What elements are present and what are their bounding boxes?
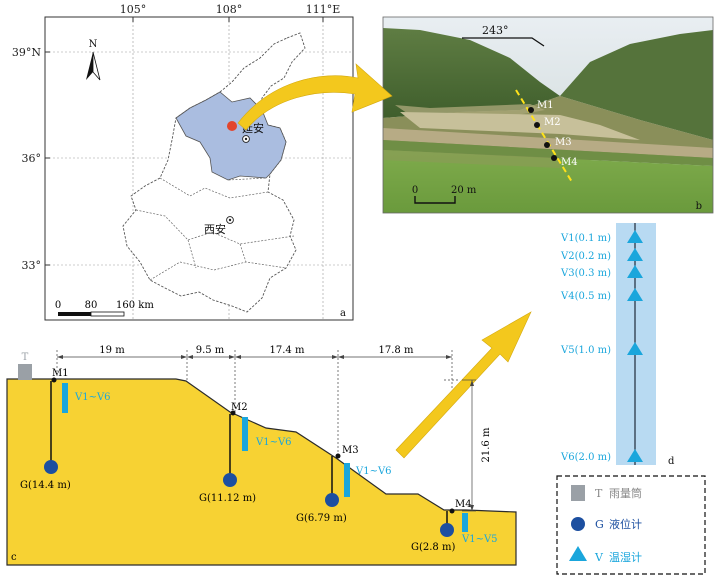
legend-g-symbol: G bbox=[595, 518, 604, 531]
sensor-v2-label: V2(0.2 m) bbox=[560, 251, 611, 262]
station-m1: M1 V1~V6 G(14.4 m) bbox=[20, 368, 111, 491]
scale-end: 160 km bbox=[116, 300, 154, 311]
north-arrow-icon: N bbox=[86, 39, 101, 81]
legend-v-symbol: V bbox=[594, 551, 604, 564]
sensor-v6-icon bbox=[627, 449, 643, 462]
sensor-v3-icon bbox=[627, 265, 643, 278]
lon-tick-108: 108° bbox=[216, 3, 243, 16]
lon-tick-105: 105° bbox=[120, 3, 147, 16]
panel-b-label: b bbox=[696, 201, 702, 212]
sensor-v5-label: V5(1.0 m) bbox=[560, 345, 611, 356]
sensor-v6-label: V6(2.0 m) bbox=[560, 452, 611, 463]
orientation-arrow-icon bbox=[462, 37, 545, 47]
rain-gauge-icon bbox=[18, 364, 32, 380]
station-m4-name: M4 bbox=[455, 499, 472, 510]
photo-scale-end: 20 m bbox=[451, 185, 477, 196]
photo-scale-bar bbox=[414, 196, 456, 204]
photo-point-m3: M3 bbox=[555, 137, 572, 148]
panel-c-label: c bbox=[11, 552, 17, 563]
sensor-v4-label: V4(0.5 m) bbox=[560, 291, 611, 302]
distance-2: 9.5 m bbox=[196, 345, 225, 356]
photo-scale-zero: 0 bbox=[412, 185, 418, 196]
station-m4: M4 V1~V5 G(2.8 m) bbox=[411, 499, 498, 553]
panel-a-map: 105° 108° 111°E 39°N 36° 33° 延安 西安 bbox=[12, 3, 354, 321]
station-m1-name: M1 bbox=[52, 368, 69, 379]
station-m4-depth: G(2.8 m) bbox=[411, 542, 455, 553]
station-m4-sensors: V1~V5 bbox=[461, 534, 498, 545]
station-m3-name: M3 bbox=[342, 445, 359, 456]
map-scale-bar: 0 80 160 km bbox=[55, 300, 154, 317]
sensor-v1-icon bbox=[627, 230, 643, 243]
legend-rain-gauge-icon bbox=[571, 485, 585, 501]
sensor-bar-m1 bbox=[62, 383, 68, 413]
sensor-bar-m4 bbox=[462, 513, 468, 532]
lat-tick-33: 33° bbox=[22, 259, 42, 272]
legend-t-symbol: T bbox=[595, 487, 603, 500]
station-m1-sensors: V1~V6 bbox=[74, 392, 111, 403]
sensor-v1-label: V1(0.1 m) bbox=[560, 233, 611, 244]
photo-point-m2: M2 bbox=[544, 117, 561, 128]
station-m3-depth: G(6.79 m) bbox=[296, 513, 347, 524]
sensor-v4-icon bbox=[627, 288, 643, 301]
station-m2: M2 V1~V6 G(11.12 m) bbox=[199, 402, 292, 504]
orientation-label: 243° bbox=[482, 24, 509, 37]
distance-1: 19 m bbox=[99, 345, 125, 356]
lat-tick-39: 39°N bbox=[12, 46, 41, 59]
piezometer-m3-icon bbox=[325, 493, 339, 507]
station-m2-name: M2 bbox=[231, 402, 248, 413]
lat-tick-36: 36° bbox=[22, 152, 42, 165]
piezometer-m4-icon bbox=[440, 523, 454, 537]
photo-point-m4: M4 bbox=[561, 157, 578, 168]
station-m1-depth: G(14.4 m) bbox=[20, 480, 71, 491]
station-m3: M3 V1~V6 G(6.79 m) bbox=[296, 445, 392, 524]
map-to-photo-arrow bbox=[237, 63, 393, 131]
scale-mid: 80 bbox=[85, 300, 98, 311]
rain-gauge-label: T bbox=[22, 352, 29, 363]
legend-sensor-icon bbox=[569, 546, 587, 561]
city-xian-label: 西安 bbox=[204, 222, 226, 236]
sensor-bar-m3 bbox=[344, 463, 350, 497]
study-site-dot bbox=[227, 121, 237, 131]
panel-d-label: d bbox=[668, 456, 675, 467]
north-label: N bbox=[89, 39, 98, 50]
station-m2-depth: G(11.12 m) bbox=[199, 493, 256, 504]
profile-to-column-arrow bbox=[395, 311, 532, 459]
legend-piezometer-icon bbox=[571, 517, 585, 531]
legend-v-label: 温湿计 bbox=[609, 551, 642, 564]
height-label: 21.6 m bbox=[481, 427, 492, 462]
photo-point-m1: M1 bbox=[537, 100, 554, 111]
panel-d-sensor-column: V1(0.1 m) V2(0.2 m) V3(0.3 m) V4(0.5 m) … bbox=[560, 223, 675, 467]
sensor-v2-icon bbox=[627, 248, 643, 261]
station-m2-sensors: V1~V6 bbox=[255, 437, 292, 448]
sensor-bar-m2 bbox=[242, 417, 248, 451]
legend-g-label: 液位计 bbox=[609, 517, 642, 531]
panel-c-profile: T 19 m 9.5 m 17.4 m 17.8 m 21.6 m bbox=[6, 345, 517, 566]
sensor-v3-label: V3(0.3 m) bbox=[560, 268, 611, 279]
scale-zero: 0 bbox=[55, 300, 61, 311]
panel-a-label: a bbox=[340, 308, 346, 319]
distance-4: 17.8 m bbox=[379, 345, 414, 356]
lon-tick-111: 111°E bbox=[306, 3, 341, 16]
sensor-v5-icon bbox=[627, 342, 643, 355]
legend: T 雨量筒 G 液位计 V 温湿计 bbox=[556, 475, 706, 575]
slope-body bbox=[6, 378, 517, 566]
legend-t-label: 雨量筒 bbox=[609, 486, 642, 500]
piezometer-m1-icon bbox=[44, 460, 58, 474]
distance-3: 17.4 m bbox=[270, 345, 305, 356]
panel-b-photo: M1 M2 M3 M4 243° 0 20 m b bbox=[382, 16, 714, 214]
piezometer-m2-icon bbox=[223, 473, 237, 487]
station-m3-sensors: V1~V6 bbox=[355, 466, 392, 477]
